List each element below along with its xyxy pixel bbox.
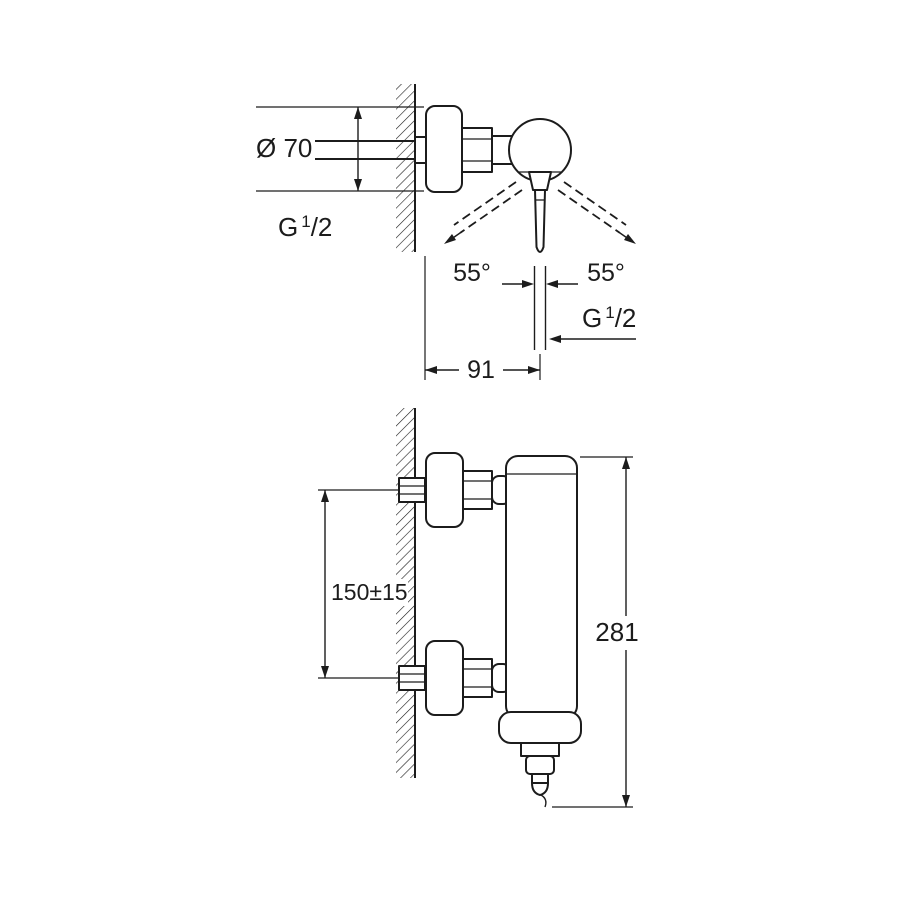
thread-label-rest: /2 — [311, 212, 333, 242]
arrowhead-down — [354, 179, 362, 191]
union-nut — [462, 658, 493, 698]
angle-right-arrowhead — [546, 280, 558, 288]
arrowhead-down — [321, 666, 329, 678]
dimension-overall-height: 281 — [552, 456, 642, 808]
wall-nut — [398, 477, 426, 503]
union-nut — [461, 127, 493, 173]
thread-label-sup: 1 — [605, 303, 614, 322]
lever-hub — [528, 171, 552, 191]
swing-right-arrowhead — [624, 234, 636, 244]
hose-tail-curve — [540, 794, 547, 808]
escutcheon — [425, 452, 464, 528]
front-view: 150±15 281 — [318, 408, 642, 808]
outlet-housing — [498, 711, 582, 744]
dim-label-flange-diameter: Ø 70 — [256, 133, 312, 163]
angle-left-arrowhead — [522, 280, 534, 288]
union-nut — [462, 470, 493, 510]
thread-label-base: G — [582, 303, 602, 333]
lever-swing-range: 55° 55° — [444, 181, 636, 288]
dimension-flange-diameter: Ø 70 — [256, 106, 424, 192]
dim-label-overall-height: 281 — [595, 617, 638, 647]
outlet-projection — [533, 266, 547, 380]
arrowhead-up — [321, 490, 329, 502]
angle-left-label: 55° — [453, 259, 491, 287]
escutcheon-edge — [425, 105, 463, 193]
hose-connector-tip — [531, 782, 549, 796]
dimension-hole-distance: 150±15 — [318, 489, 408, 679]
swing-left-dashed-edge — [459, 189, 523, 234]
arrowhead-left — [425, 366, 437, 374]
thread-label-base: G — [278, 212, 298, 242]
arrowhead-right — [528, 366, 540, 374]
wall-nut — [398, 665, 426, 691]
thread-label-sup: 1 — [301, 212, 310, 231]
swing-left-dashed-edge — [453, 181, 517, 226]
arrowhead-up — [354, 107, 362, 119]
escutcheon — [425, 640, 464, 716]
lever-handle — [534, 189, 546, 253]
label-backing — [328, 579, 408, 606]
outlet-cylinder — [525, 755, 555, 775]
fitting-top-view — [414, 105, 572, 253]
arrowhead-down — [622, 795, 630, 807]
dim-label-hole-distance: 150±15 — [331, 579, 408, 605]
wall-hatch — [396, 84, 415, 252]
swing-left-arrowhead — [444, 234, 456, 244]
inlet-pipe — [315, 140, 415, 160]
dimension-wall-to-outlet: 91 — [424, 256, 540, 384]
swing-right-dashed-edge — [563, 181, 627, 226]
mixer-body — [498, 455, 582, 808]
arrowhead-left — [549, 335, 561, 343]
thread-label-rest: /2 — [615, 303, 637, 333]
arrowhead-up — [622, 457, 630, 469]
angle-right-label: 55° — [587, 259, 625, 287]
body-cylinder — [505, 455, 578, 719]
swing-right-dashed-edge — [557, 189, 621, 234]
outlet-neck — [520, 742, 560, 757]
wall-section-top — [396, 84, 416, 252]
wall-stub — [414, 136, 427, 164]
label-backing — [594, 616, 642, 650]
dim-label-wall-to-outlet: 91 — [467, 356, 495, 384]
outlet-nipple — [531, 773, 549, 784]
